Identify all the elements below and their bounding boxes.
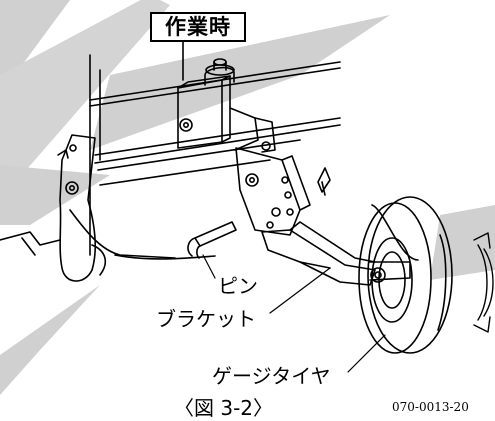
rotation-arrow-icon [473,232,494,333]
mount-bracket [177,58,276,153]
label-bracket: ブラケット [156,307,256,331]
leader-lines [202,254,386,373]
bracket-arm [261,221,376,286]
mode-title: 作業時 [150,12,246,42]
label-pin: ピン [218,274,258,298]
label-gauge-tire: ゲージタイヤ [212,364,331,388]
gauge-tire [358,196,453,354]
bracket-plate [235,147,331,236]
figure-caption: 〈図 3-2〉 [174,396,274,420]
side-arm [57,134,107,282]
figure-id: 070-0013-20 [392,400,469,414]
watermark-stripes [0,0,495,395]
pin-part [187,221,237,259]
